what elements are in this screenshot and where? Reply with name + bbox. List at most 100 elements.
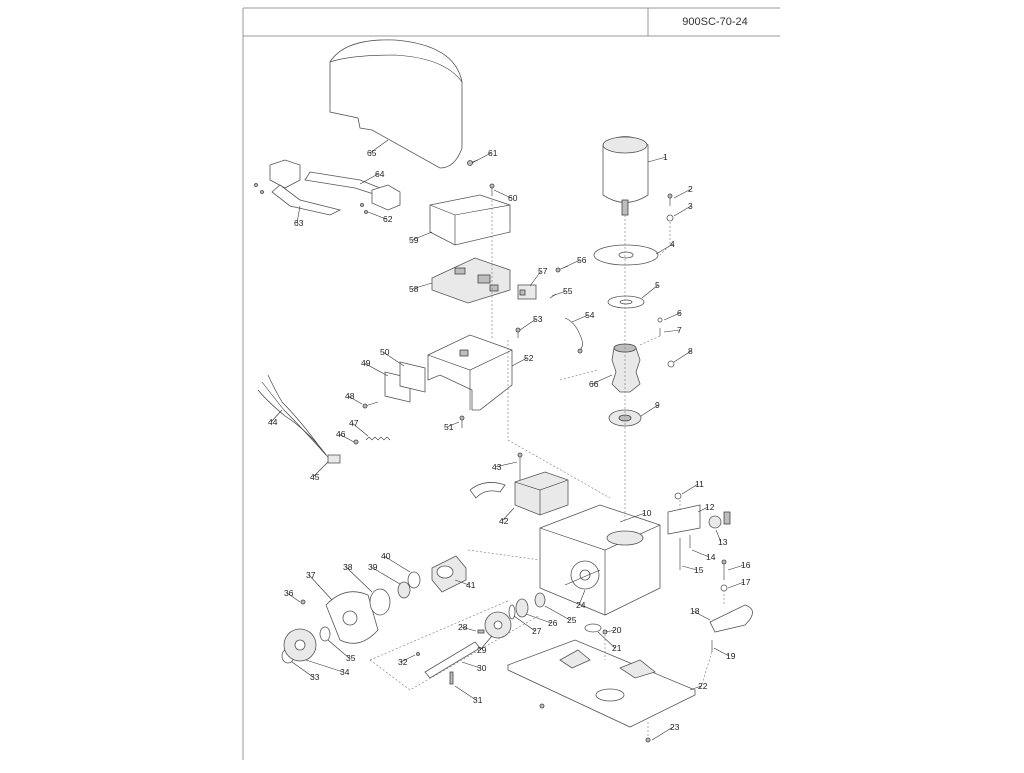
leader-line-5 [641,284,659,299]
leader-line-45 [312,461,329,478]
callout-47: 47 [349,418,359,428]
callout-55: 55 [563,286,573,296]
leader-line-6 [663,312,681,321]
callout-6: 6 [677,308,682,318]
callout-24: 24 [576,600,586,610]
callout-51: 51 [444,422,454,432]
leader-line-18 [692,610,711,621]
callout-61: 61 [488,148,498,158]
leader-line-33 [291,661,314,678]
leader-line-48 [347,395,363,405]
leader-line-30 [461,661,481,669]
callout-4: 4 [670,239,675,249]
part-41-crown-gear [431,555,467,593]
leader-line-29 [479,635,493,651]
part-32-key [416,652,420,656]
part-22-base-plate [506,639,696,728]
callout-7: 7 [677,325,682,335]
callout-28: 28 [458,622,468,632]
part-8-nut [667,360,675,368]
callout-37: 37 [306,570,316,580]
leader-line-62 [367,211,387,220]
leader-line-40 [383,555,411,573]
leader-line-66 [591,374,613,385]
part-31-pin [449,671,454,685]
leader-line-43 [494,461,518,468]
callout-54: 54 [585,310,595,320]
callout-31: 31 [473,695,483,705]
part-29-gear [484,611,512,639]
callout-17: 17 [741,577,751,587]
leader-line-17 [727,581,745,589]
assembly-guide-lines [369,200,725,738]
leader-line-2 [673,188,692,199]
callout-40: 40 [381,551,391,561]
leader-line-59 [411,231,433,241]
callout-14: 14 [706,552,716,562]
callout-57: 57 [538,266,548,276]
leader-line-11 [681,483,699,495]
leader-line-23 [651,726,674,741]
leader-line-61 [471,152,492,164]
callout-60: 60 [508,193,518,203]
part-21-cap [584,623,602,633]
callout-64: 64 [375,169,385,179]
part-57-terminal-block [517,284,537,300]
part-16-screw [721,559,727,580]
leader-line-12 [697,506,709,513]
callout-18: 18 [690,606,700,616]
part-63-64-cable-clips [254,159,401,216]
callout-leader-lines [270,139,745,741]
part-48-screw [362,401,379,409]
part-51-screw [459,415,465,428]
leader-line-39 [370,566,401,585]
leader-line-46 [338,433,355,443]
callout-27: 27 [532,626,542,636]
part-12-bracket [667,504,701,535]
leader-line-63 [296,205,301,224]
leader-line-60 [493,189,512,199]
leader-line-36 [286,592,301,603]
leader-line-24 [578,589,586,606]
part-4-flange [593,244,659,266]
leader-line-64 [359,173,379,185]
leader-line-1 [647,156,667,163]
leader-line-27 [513,615,536,632]
drawing-code: 900SC-70-24 [682,16,748,28]
callout-19: 19 [726,651,736,661]
callout-44: 44 [268,417,278,427]
part-58-control-board [431,257,511,304]
part-44-wiring-harness [257,374,331,461]
part-37-flange-cover [325,591,379,644]
callout-1: 1 [663,152,668,162]
part-40-seal [407,571,421,589]
part-53-screw [515,327,521,338]
callout-33: 33 [310,672,320,682]
leader-line-8 [673,350,692,363]
part-56-screw [555,265,569,273]
leader-line-37 [308,574,333,601]
part-5-washer [607,295,645,309]
part-59-electronics-cover [429,194,511,246]
callout-10: 10 [642,508,652,518]
part-47-spring [365,436,391,441]
leader-line-44 [270,409,283,423]
callout-41: 41 [466,580,476,590]
callout-43: 43 [492,462,502,472]
callout-23: 23 [670,722,680,732]
part-23-bolt [539,703,651,743]
callout-39: 39 [368,562,378,572]
part-46-pin [353,439,359,445]
callout-65: 65 [367,148,377,158]
leader-line-47 [351,422,369,437]
callout-13: 13 [718,537,728,547]
part-45-connector [327,454,341,464]
callout-38: 38 [343,562,353,572]
leader-line-55 [551,290,567,297]
leader-line-20 [605,629,616,633]
leader-line-4 [655,243,674,255]
leader-line-57 [529,270,542,287]
